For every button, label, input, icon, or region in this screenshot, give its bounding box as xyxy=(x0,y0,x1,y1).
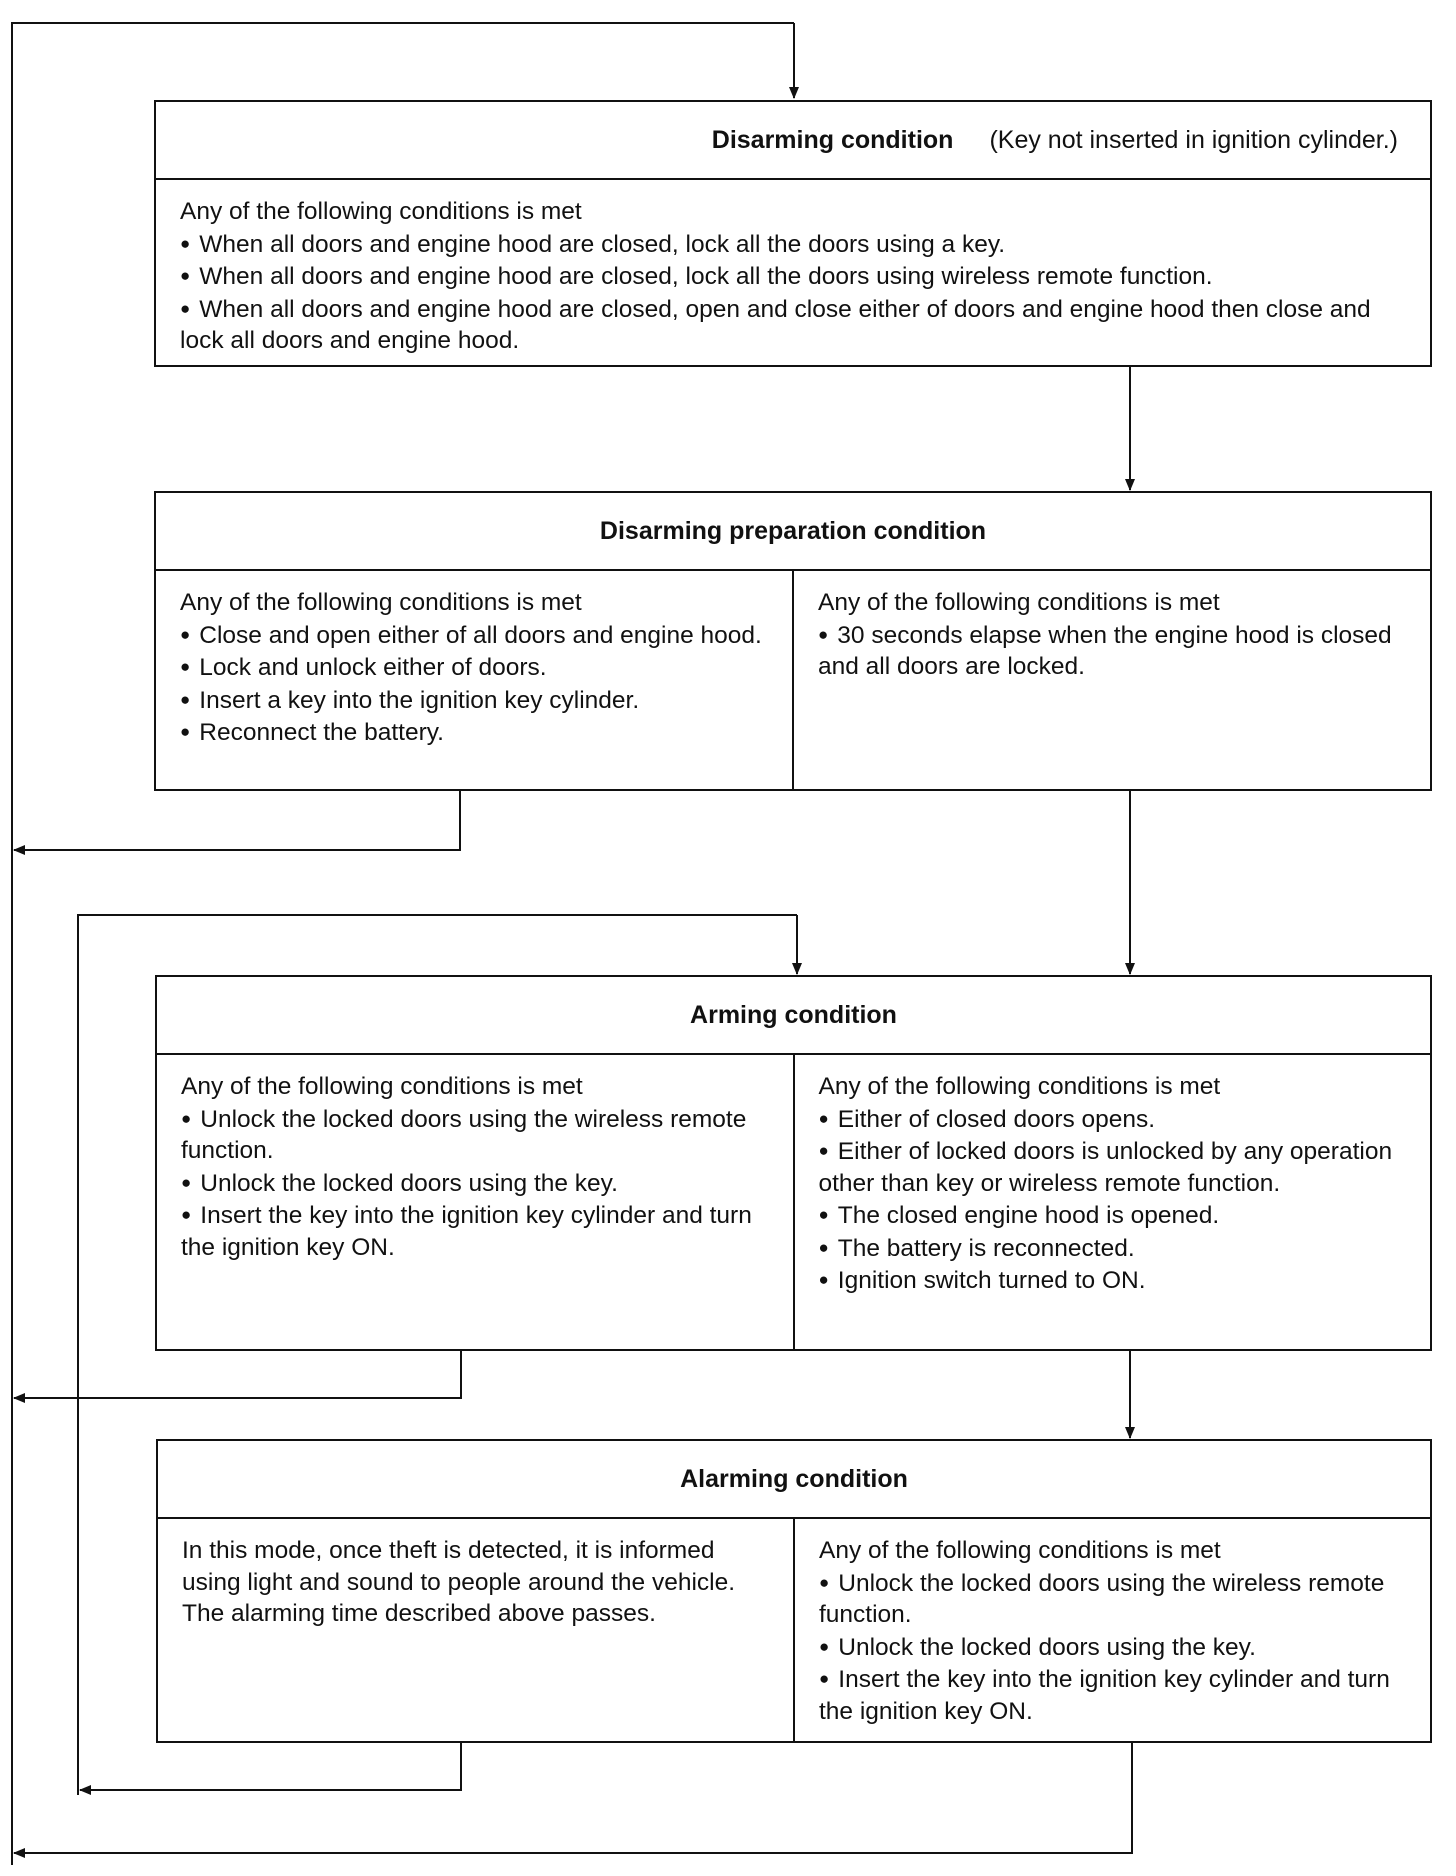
alarming-condition-box: Alarming condition In this mode, once th… xyxy=(156,1439,1432,1743)
disarming-preparation-right: Any of the following conditions is met 3… xyxy=(792,571,1430,789)
condition-item: Insert the key into the ignition key cyl… xyxy=(819,1663,1410,1727)
condition-item: Unlock the locked doors using the wirele… xyxy=(819,1567,1410,1631)
alarming-description: The alarming time described above passes… xyxy=(182,1600,656,1627)
alarming-condition-header: Alarming condition xyxy=(158,1441,1430,1519)
condition-item: Ignition switch turned to ON. xyxy=(819,1264,1411,1297)
condition-item: When all doors and engine hood are close… xyxy=(180,260,1410,293)
condition-item: When all doors and engine hood are close… xyxy=(180,228,1410,261)
disarming-preparation-header: Disarming preparation condition xyxy=(156,493,1430,571)
arming-condition-left: Any of the following conditions is met U… xyxy=(157,1055,793,1349)
condition-item: Either of locked doors is unlocked by an… xyxy=(819,1135,1411,1199)
disarming-condition-title: Disarming condition xyxy=(711,125,954,154)
disarming-preparation-condition-box: Disarming preparation condition Any of t… xyxy=(154,491,1432,791)
condition-item: Unlock the locked doors using the key. xyxy=(819,1631,1410,1664)
condition-item: Lock and unlock either of doors. xyxy=(180,651,772,684)
arrow-arming-return xyxy=(13,1350,462,1403)
arrow-preparation-return xyxy=(13,790,461,855)
arming-condition-title: Arming condition xyxy=(690,1000,897,1029)
condition-intro: Any of the following conditions is met xyxy=(180,198,582,225)
alarming-condition-left: In this mode, once theft is detected, it… xyxy=(158,1519,793,1741)
condition-item: 30 seconds elapse when the engine hood i… xyxy=(818,619,1410,683)
arming-condition-header: Arming condition xyxy=(157,977,1430,1055)
condition-item: When all doors and engine hood are close… xyxy=(180,293,1410,357)
condition-item: Insert a key into the ignition key cylin… xyxy=(180,684,772,717)
return-path-inner xyxy=(77,914,797,1795)
arming-condition-right: Any of the following conditions is met E… xyxy=(792,1055,1431,1349)
alarming-condition-right: Any of the following conditions is met U… xyxy=(793,1519,1430,1741)
condition-intro: Any of the following conditions is met xyxy=(819,1537,1221,1564)
disarming-condition-body: Any of the following conditions is met W… xyxy=(156,180,1430,365)
disarming-condition-box: Disarming condition (Key not inserted in… xyxy=(154,100,1432,367)
disarming-preparation-title: Disarming preparation condition xyxy=(599,516,987,545)
condition-item: Unlock the locked doors using the key. xyxy=(181,1167,773,1200)
condition-item: Insert the key into the ignition key cyl… xyxy=(181,1199,773,1263)
arrow-alarming-left-return xyxy=(79,1742,462,1795)
condition-item: The battery is reconnected. xyxy=(819,1232,1411,1265)
disarming-preparation-left: Any of the following conditions is met C… xyxy=(156,571,792,789)
disarming-condition-subtitle: (Key not inserted in ignition cylinder.) xyxy=(989,125,1398,154)
alarming-condition-title: Alarming condition xyxy=(680,1464,908,1493)
condition-item: Close and open either of all doors and e… xyxy=(180,619,772,652)
return-path-outer xyxy=(11,22,794,1865)
condition-item: Either of closed doors opens. xyxy=(819,1103,1411,1136)
condition-intro: Any of the following conditions is met xyxy=(180,589,582,616)
condition-item: The closed engine hood is opened. xyxy=(819,1199,1411,1232)
alarming-description: In this mode, once theft is detected, it… xyxy=(182,1537,736,1596)
condition-intro: Any of the following conditions is met xyxy=(818,589,1220,616)
arrow-alarming-right-return xyxy=(13,1742,1133,1858)
condition-intro: Any of the following conditions is met xyxy=(818,1073,1221,1100)
condition-item: Reconnect the battery. xyxy=(180,716,772,749)
condition-intro: Any of the following conditions is met xyxy=(181,1073,583,1100)
condition-item: Unlock the locked doors using the wirele… xyxy=(181,1103,773,1167)
disarming-condition-header: Disarming condition (Key not inserted in… xyxy=(156,102,1430,180)
arming-condition-box: Arming condition Any of the following co… xyxy=(155,975,1432,1351)
